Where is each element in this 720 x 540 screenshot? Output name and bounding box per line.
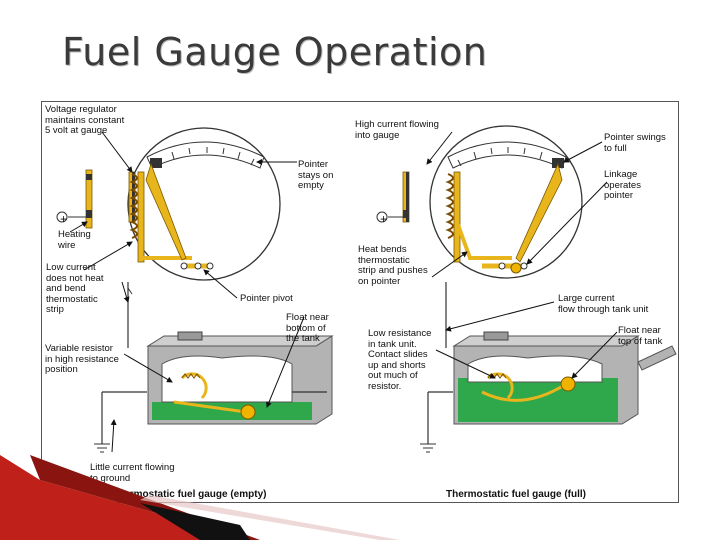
label-low-current: Low current does not heat and bend therm…: [46, 262, 104, 315]
label-heat-bends: Heat bends thermostatic strip and pushes…: [358, 244, 428, 287]
slide-title: Fuel Gauge Operation: [62, 30, 488, 74]
label-linkage: Linkage operates pointer: [604, 169, 641, 201]
label-left-plus: +: [60, 212, 68, 226]
leader-lines: [69, 131, 618, 453]
label-little-current: Little current flowing to ground: [90, 462, 175, 484]
left-tank: [94, 282, 334, 453]
left-gauge: [56, 127, 281, 281]
label-pointer-swings: Pointer swings to full: [604, 132, 666, 154]
label-pointer-stays-empty: Pointer stays on empty: [298, 159, 334, 191]
caption-full: Thermostatic fuel gauge (full): [446, 489, 587, 500]
fuel-gauge-diagram: Voltage regulator maintains constant 5 v…: [41, 101, 679, 503]
label-float-top: Float near top of tank: [618, 325, 663, 347]
label-heating-wire: Heating wire: [58, 229, 91, 251]
right-gauge: [376, 125, 583, 279]
label-low-resistance: Low resistance in tank unit. Contact sli…: [368, 328, 432, 392]
label-large-current: Large current flow through tank unit: [558, 293, 649, 315]
label-voltage-regulator: Voltage regulator maintains constant 5 v…: [45, 104, 125, 136]
diagram-graphics: [56, 125, 677, 453]
label-pointer-pivot: Pointer pivot: [240, 293, 293, 304]
caption-empty: Thermostatic fuel gauge (empty): [112, 489, 267, 500]
decorative-swoosh: [0, 455, 400, 540]
label-high-current: High current flowing into gauge: [355, 119, 439, 141]
label-right-plus: +: [380, 212, 388, 226]
label-variable-resistor: Variable resistor in high resistance pos…: [45, 343, 119, 375]
label-float-bottom: Float near bottom of the tank: [286, 312, 329, 344]
